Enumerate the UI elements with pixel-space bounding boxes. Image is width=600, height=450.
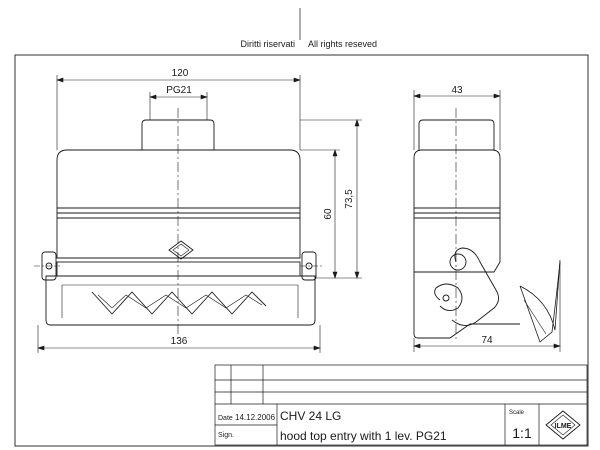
header-rights-italian: Diritti riservati (240, 39, 295, 49)
front-hood-body (56, 149, 301, 259)
ilme-logo-text: ILME (555, 423, 572, 430)
dim-front-width: 120 (172, 68, 189, 79)
drawing-frame (14, 54, 589, 447)
side-boss (418, 119, 495, 150)
title-block (214, 364, 588, 446)
dim-side-depth: 74 (481, 335, 493, 346)
side-sweep-arc (519, 259, 561, 331)
title-scale-label: Scale (509, 410, 525, 416)
side-hood-body (413, 149, 501, 273)
side-lever (451, 247, 499, 326)
front-dimensions (37, 75, 362, 353)
dim-front-base-width: 136 (171, 336, 188, 347)
title-description: hood top entry with 1 lev. PG21 (280, 429, 447, 443)
front-lower-flange (45, 275, 316, 326)
front-base-rail (56, 261, 301, 277)
title-sign-label: Sign. (218, 432, 234, 439)
dim-front-height-60: 60 (323, 208, 334, 220)
front-boss-pg21 (141, 119, 215, 150)
front-ilme-emblem (168, 240, 194, 260)
dim-side-width: 43 (451, 85, 463, 96)
side-dimensions (413, 90, 561, 352)
dim-front-height-73: 73,5 (344, 189, 355, 209)
front-view (34, 108, 324, 340)
side-lower-body (413, 272, 520, 339)
side-view (413, 108, 561, 343)
title-date-label: Date (218, 415, 233, 422)
dim-front-thread: PG21 (166, 85, 192, 96)
title-date-value: 14.12.2006 (235, 413, 276, 422)
ilme-logo: ILME (545, 410, 581, 440)
front-zigzag (91, 291, 267, 315)
header-rights-english: All rights reseved (308, 39, 377, 49)
title-scale-value: 1:1 (512, 425, 532, 441)
side-lever-hook (434, 283, 463, 311)
title-part-code: CHV 24 LG (280, 409, 341, 423)
